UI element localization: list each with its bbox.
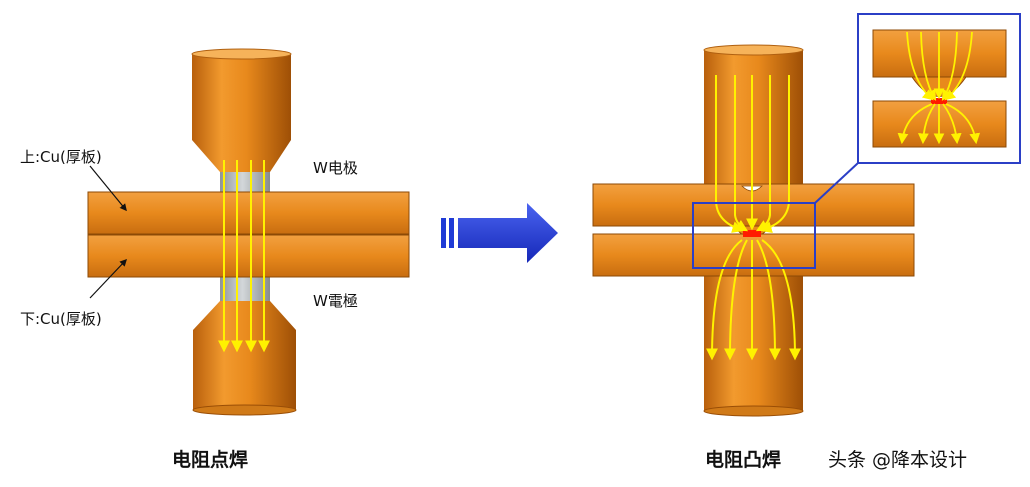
projection-welding-caption: 电阻凸焊	[705, 449, 782, 471]
spot-welding-figure	[87, 48, 410, 416]
magnified-inset	[857, 13, 1021, 164]
bottom-electrode	[192, 276, 297, 416]
top-electrode-label: W电极	[313, 159, 358, 177]
current-flow-arrow-icon	[706, 239, 801, 361]
current-flow-arrow-icon	[897, 31, 981, 145]
inset-weld-nugget	[931, 98, 947, 104]
direction-arrow-icon	[441, 203, 558, 263]
lower-plate	[87, 234, 410, 278]
spot-welding-caption: 电阻点焊	[172, 449, 249, 471]
bottom-electrode-projection	[703, 270, 804, 417]
lower-plate-label: 下:Cu(厚板)	[20, 310, 102, 328]
top-electrode	[191, 48, 292, 194]
zoom-region-frame	[692, 202, 816, 269]
current-flow-arrow-icon	[218, 160, 270, 353]
lower-plate-projection	[592, 233, 915, 277]
upper-plate-label: 上:Cu(厚板)	[20, 148, 102, 166]
weld-nugget	[743, 230, 761, 237]
watermark: 头条 @降本设计	[828, 449, 968, 471]
bottom-electrode-label: W電極	[313, 292, 358, 310]
current-flow-arrow-icon	[715, 75, 790, 234]
upper-plate	[87, 191, 410, 235]
top-electrode-projection	[703, 44, 804, 186]
projection-welding-figure	[592, 44, 915, 417]
